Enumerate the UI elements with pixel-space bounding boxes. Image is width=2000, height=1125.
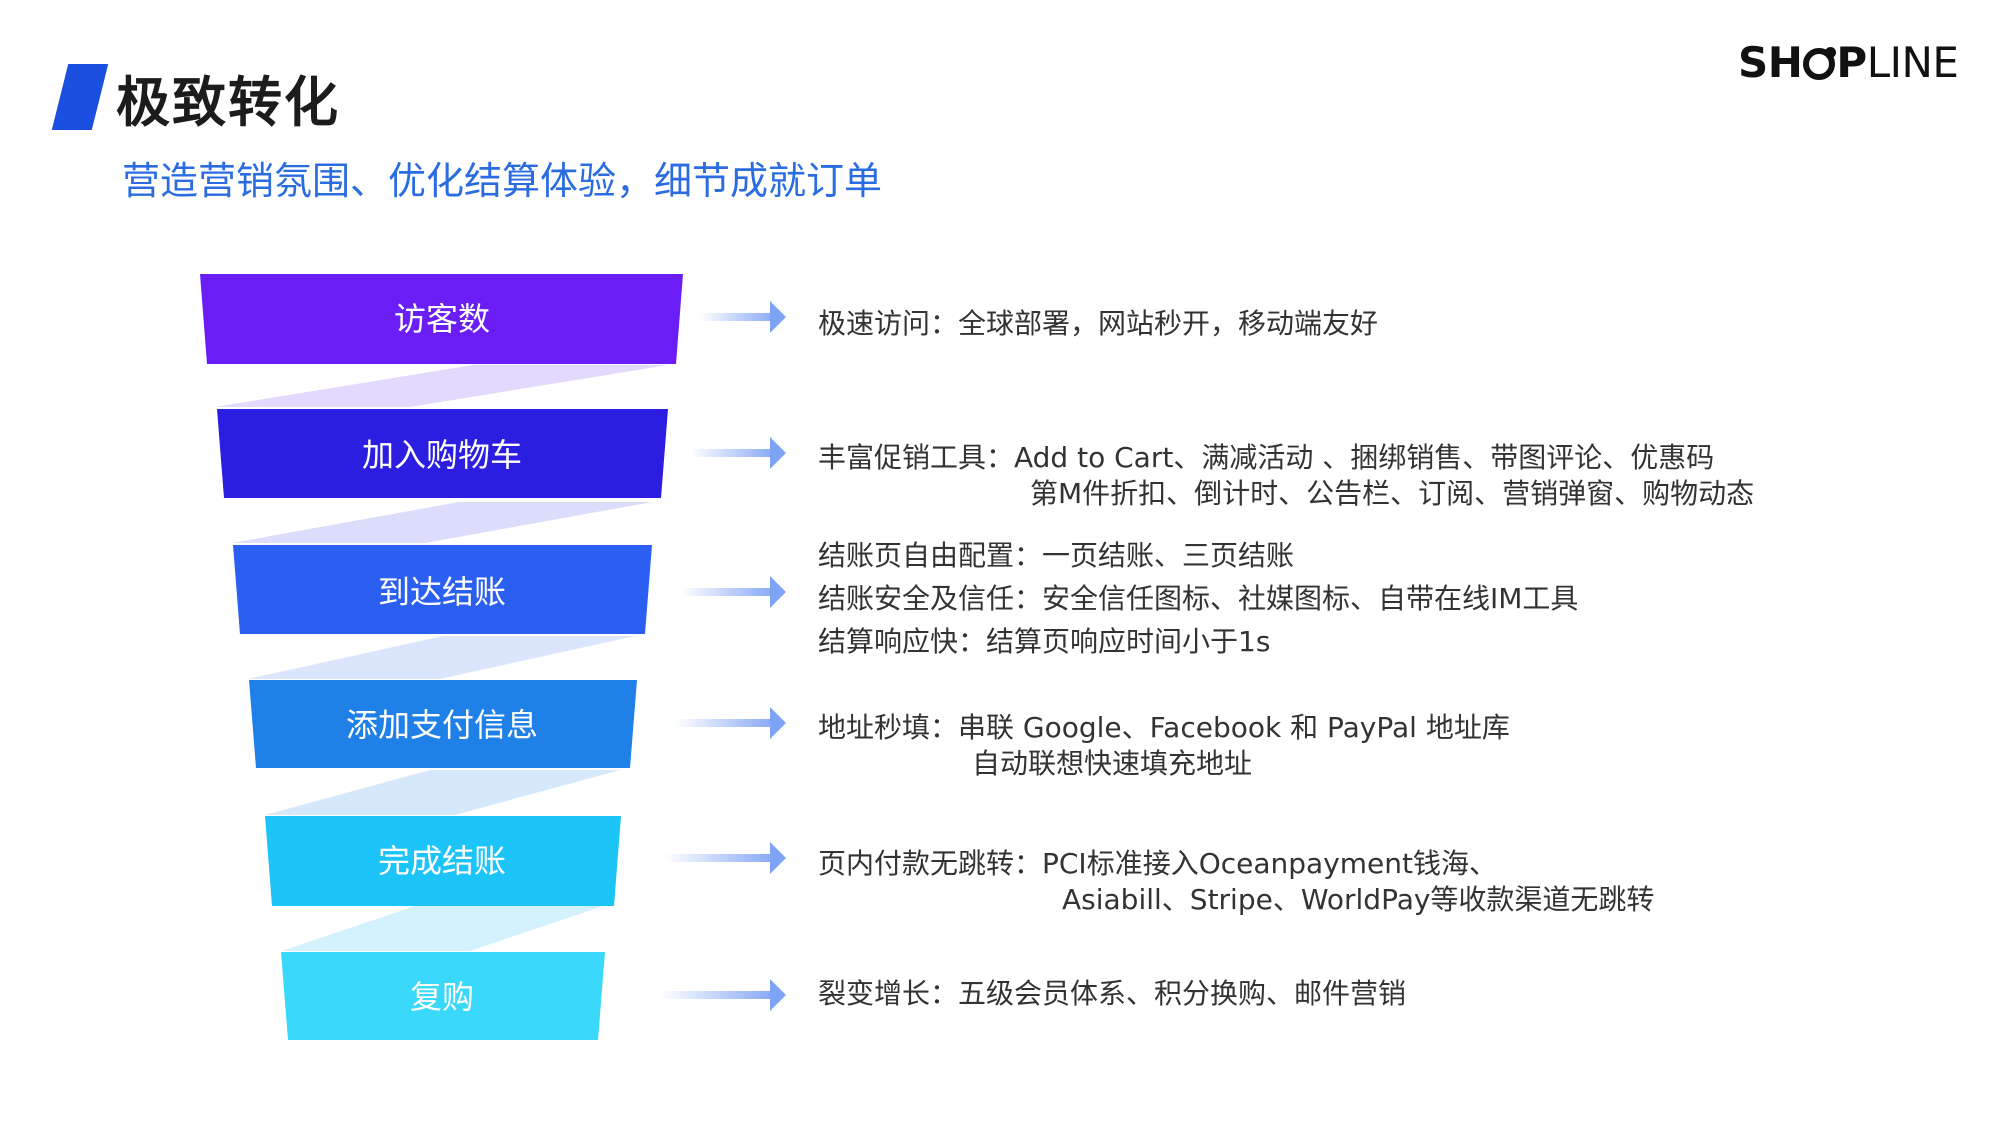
desc-inpage-payment: 页内付款无跳转：PCI标准接入Oceanpayment钱海、	[818, 847, 1497, 880]
funnel-stage-add-payment	[249, 680, 637, 768]
logo-text-end: LINE	[1866, 38, 1959, 87]
desc-checkout-trust: 结账安全及信任：安全信任图标、社媒图标、自带在线IM工具	[818, 582, 1579, 615]
arrow-icon	[690, 437, 786, 469]
desc-fast-access: 极速访问：全球部署，网站秒开，移动端友好	[818, 307, 1379, 340]
funnel-connector-3	[248, 636, 635, 679]
funnel-stage-add-to-cart	[217, 409, 668, 498]
logo-text-mid: P	[1836, 38, 1867, 87]
funnel-connector-1	[215, 365, 668, 407]
arrow-icon	[675, 707, 786, 739]
arrow-icon	[700, 301, 786, 333]
stage-label-repurchase: 复购	[410, 978, 474, 1016]
desc-viral-growth: 裂变增长：五级会员体系、积分换购、邮件营销	[818, 977, 1407, 1010]
stage-label-visitors: 访客数	[394, 300, 490, 338]
stage-label-reach-checkout: 到达结账	[378, 573, 506, 611]
stage-label-add-payment: 添加支付信息	[346, 706, 538, 744]
page-title: 极致转化	[116, 71, 340, 134]
funnel-stage-reach-checkout	[233, 545, 652, 634]
funnel-stage-visitors	[200, 274, 683, 364]
funnel-connector-2	[232, 502, 652, 543]
arrow-icon	[665, 842, 786, 874]
funnel-stage-repurchase	[281, 952, 605, 1040]
desc-address-autofill: 地址秒填：串联 Google、Facebook 和 PayPal 地址库	[818, 711, 1510, 744]
logo-text-start: SH	[1738, 38, 1803, 87]
desc-address-autofill-cont: 自动联想快速填充地址	[972, 747, 1253, 780]
arrow-icon	[660, 979, 786, 1011]
desc-promo-tools: 丰富促销工具：Add to Cart、满减活动 、捆绑销售、带图评论、优惠码	[818, 441, 1715, 474]
funnel-stage-complete-checkout	[265, 816, 621, 906]
funnel-connector-5	[282, 906, 603, 951]
shopline-logo: SH PLINE	[1738, 38, 1959, 87]
arrow-icon	[680, 576, 786, 608]
desc-inpage-payment-cont: Asiabill、Stripe、WorldPay等收款渠道无跳转	[1062, 883, 1655, 916]
desc-checkout-speed: 结算响应快：结算页响应时间小于1s	[818, 625, 1271, 658]
desc-checkout-config: 结账页自由配置：一页结账、三页结账	[818, 539, 1295, 572]
funnel-connector-4	[265, 770, 620, 815]
stage-label-complete-checkout: 完成结账	[378, 842, 506, 880]
page-subtitle: 营造营销氛围、优化结算体验，细节成就订单	[122, 159, 883, 203]
stage-label-add-to-cart: 加入购物车	[362, 436, 522, 474]
logo-o-mark	[1803, 47, 1837, 80]
desc-promo-tools-cont: 第M件折扣、倒计时、公告栏、订阅、营销弹窗、购物动态	[1030, 477, 1755, 510]
